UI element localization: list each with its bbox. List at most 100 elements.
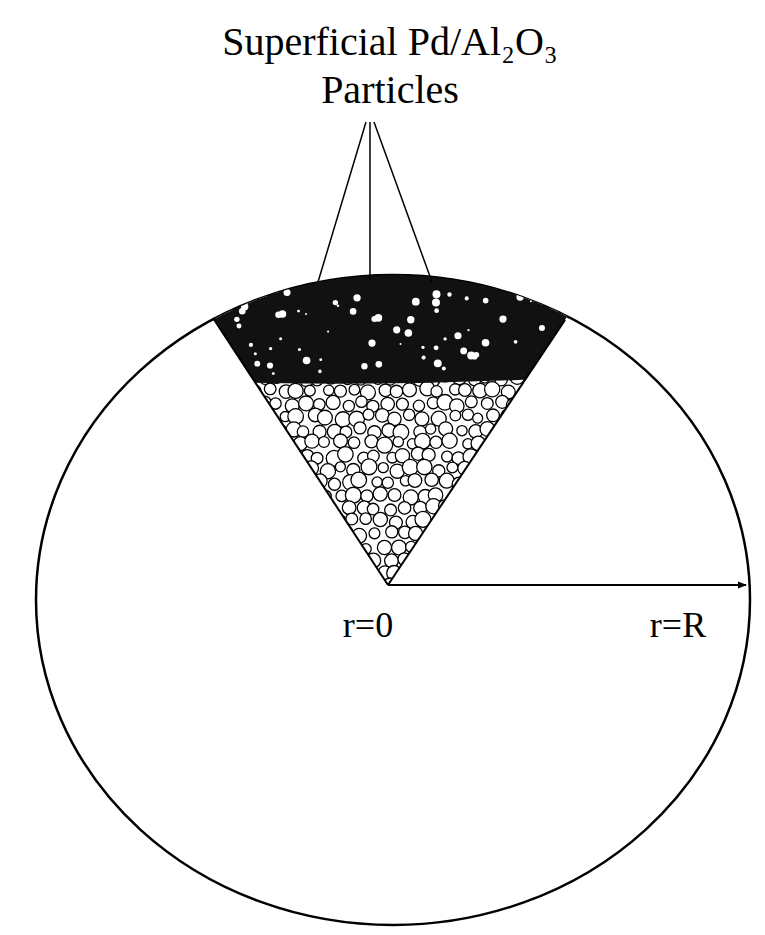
shell-pore (272, 372, 275, 375)
support-particle (509, 476, 520, 487)
support-particle (261, 412, 276, 427)
support-particle (238, 412, 252, 426)
support-particle (600, 518, 610, 528)
support-particle (490, 438, 502, 450)
radius-arrow (388, 584, 746, 586)
support-particle (304, 514, 320, 530)
support-particle (174, 524, 190, 540)
support-particle (195, 333, 205, 343)
shell-pore (393, 326, 400, 333)
support-particle (126, 463, 139, 476)
support-particle (315, 527, 329, 541)
support-particle (643, 387, 657, 401)
support-particle (158, 374, 169, 385)
support-particle (474, 539, 486, 551)
support-particle (524, 553, 538, 567)
support-particle (532, 460, 545, 473)
support-particle (194, 359, 210, 375)
support-particle (425, 424, 435, 434)
support-particle (493, 553, 507, 567)
support-particle (220, 567, 233, 580)
support-particle (130, 347, 141, 358)
support-particle (588, 409, 602, 423)
support-particle (136, 408, 151, 423)
support-particle (328, 478, 340, 490)
support-particle (159, 293, 174, 308)
shell-pore (208, 314, 211, 317)
support-particle (202, 504, 213, 515)
support-particle (630, 309, 641, 320)
support-particle (176, 294, 187, 305)
support-particle (535, 499, 549, 513)
support-particle (184, 359, 195, 370)
support-particle (647, 345, 661, 359)
radius-label: r=R (623, 604, 733, 647)
support-particle (613, 331, 625, 343)
shell-pore (203, 363, 211, 371)
support-particle (229, 424, 244, 439)
support-particle (191, 384, 207, 400)
support-particle (552, 501, 564, 513)
support-particle (584, 385, 597, 398)
support-particle (606, 476, 620, 490)
support-particle (133, 551, 148, 566)
support-particle (647, 423, 662, 438)
shell-pore (371, 316, 377, 322)
shell-pore (442, 366, 446, 370)
support-particle (614, 303, 630, 319)
support-particle (558, 542, 572, 556)
support-particle (462, 409, 473, 420)
support-particle (635, 529, 649, 543)
support-particle (591, 553, 603, 565)
support-particle (244, 425, 256, 437)
support-particle (168, 594, 181, 607)
support-particle (126, 515, 139, 528)
support-particle (201, 449, 212, 460)
support-particle (136, 565, 151, 580)
support-particle (557, 568, 569, 580)
support-particle (546, 462, 557, 473)
support-particle (123, 433, 138, 448)
support-particle (579, 525, 593, 539)
support-particle (584, 593, 597, 606)
support-particle (464, 541, 474, 551)
support-particle (456, 556, 467, 567)
support-particle (576, 293, 590, 307)
support-particle (172, 474, 185, 487)
support-particle (652, 450, 664, 462)
support-particle (511, 424, 523, 436)
support-particle (588, 516, 600, 528)
support-particle (642, 464, 655, 477)
shell-pore (239, 308, 246, 315)
support-particle (580, 400, 593, 413)
support-particle (599, 462, 610, 473)
catalyst-shell (130, 200, 650, 384)
wedge-section (120, 200, 665, 608)
support-particle (517, 412, 533, 428)
support-particle (499, 505, 510, 516)
support-particle (627, 514, 641, 528)
support-particle (649, 525, 664, 540)
shell-pore (473, 352, 479, 358)
support-particle (221, 382, 237, 398)
support-particle (288, 383, 303, 398)
support-particle (320, 564, 335, 579)
support-particle (221, 439, 233, 451)
support-particle (140, 355, 155, 370)
support-particle (141, 387, 151, 397)
support-particle (161, 476, 173, 488)
shell-pore (400, 343, 402, 345)
support-particle (459, 384, 472, 397)
support-particle (142, 526, 155, 539)
support-particle (289, 461, 305, 477)
support-particle (475, 513, 488, 526)
support-particle (402, 459, 418, 475)
support-particle (600, 569, 612, 581)
support-particle (144, 343, 159, 358)
support-particle (361, 459, 377, 475)
support-particle (129, 525, 143, 539)
support-particle (351, 472, 367, 488)
support-particle (572, 360, 584, 372)
support-particle (605, 552, 620, 567)
support-particle (629, 589, 645, 605)
